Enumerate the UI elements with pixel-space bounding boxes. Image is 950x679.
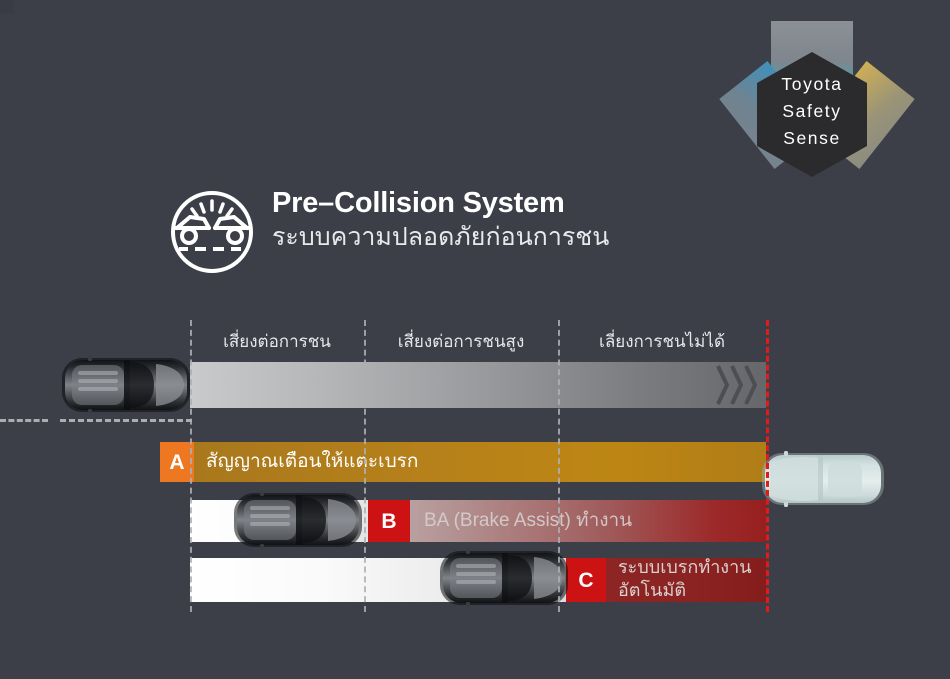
logo-line3: Sense <box>783 128 841 148</box>
page-title-thai: ระบบความปลอดภัยก่อนการชน <box>272 223 610 251</box>
chevron-right-icon-1 <box>716 365 730 405</box>
target-car <box>756 445 890 513</box>
chevron-right-icon-2 <box>730 365 744 405</box>
page-title-english: Pre–Collision System <box>272 187 565 219</box>
toyota-safety-sense-logo: Toyota Safety Sense <box>712 14 922 214</box>
zone-label-row: เสี่ยงต่อการชน เสี่ยงต่อการชนสูง เลี่ยงก… <box>0 328 950 358</box>
row-a-badge: A <box>160 442 194 482</box>
ego-car-row-road <box>58 350 194 420</box>
row-b-badge: B <box>368 500 410 542</box>
collision-line <box>766 320 769 612</box>
road-dash-line-left <box>0 419 48 422</box>
row-b-label: BA (Brake Assist) ทำงาน <box>424 510 633 531</box>
zone-divider-3 <box>558 320 560 612</box>
risk-gradient-road <box>190 362 766 408</box>
zone-label-3: เลี่ยงการชนไม่ได้ <box>599 332 725 351</box>
title-text: Pre–Collision System ระบบความปลอดภัยก่อน… <box>272 186 609 254</box>
zone-label-1: เสี่ยงต่อการชน <box>223 332 331 351</box>
road-dash-line <box>60 419 192 422</box>
collision-cars-icon <box>168 188 256 276</box>
zone-divider-2 <box>364 320 366 612</box>
ego-car-row-c <box>436 543 572 613</box>
pcs-stage-diagram: เสี่ยงต่อการชน เสี่ยงต่อการชนสูง เลี่ยงก… <box>0 312 950 622</box>
row-c-label-line1: ระบบเบรกทำงาน <box>618 557 752 577</box>
row-c-badge: C <box>566 558 606 602</box>
logo-line2: Safety <box>782 101 841 121</box>
row-a-label: สัญญาณเตือนให้แตะเบรก <box>206 451 419 472</box>
zone-label-2: เสี่ยงต่อการชนสูง <box>397 332 525 351</box>
row-c-label: ระบบเบรกทำงาน อัตโนมัติ <box>618 556 778 602</box>
logo-line1: Toyota <box>781 74 842 94</box>
row-b-bar-right <box>410 500 766 542</box>
zone-divider-1 <box>190 320 192 612</box>
row-c-bar-right <box>606 558 766 602</box>
corner-patch <box>0 0 14 14</box>
row-a-bar <box>160 442 766 482</box>
title-block: Pre–Collision System ระบบความปลอดภัยก่อน… <box>168 186 728 286</box>
chevron-right-icon-3 <box>744 365 758 405</box>
row-c-label-line2: อัตโนมัติ <box>618 580 687 600</box>
ego-car-row-b <box>230 485 366 555</box>
